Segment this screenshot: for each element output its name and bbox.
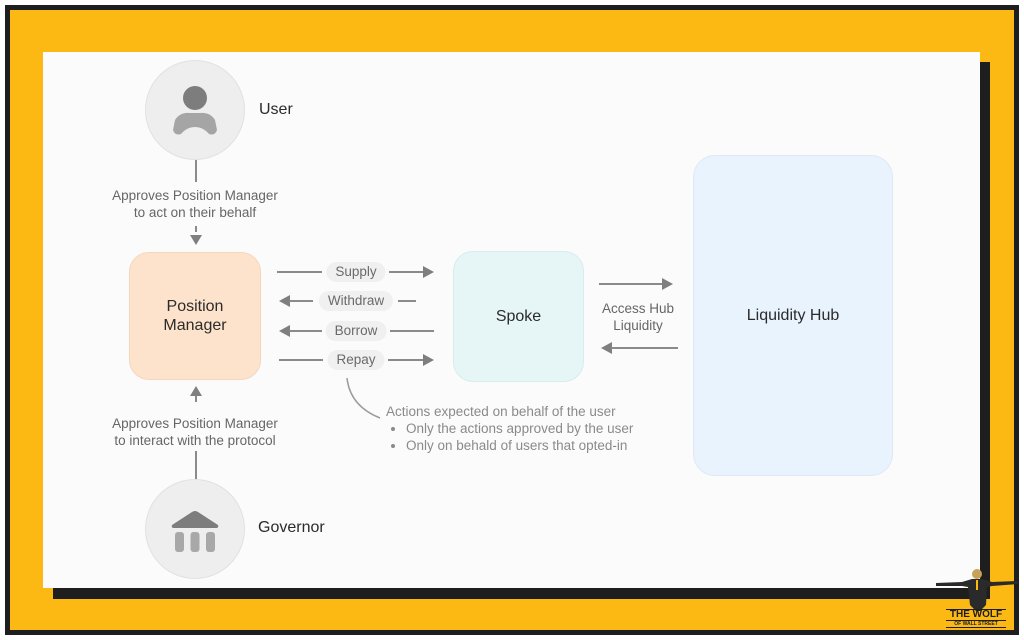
supply-line-left	[277, 271, 322, 273]
withdraw-line-right	[398, 300, 416, 302]
arrow-left-icon	[279, 295, 290, 307]
actions-note: Actions expected on behalf of the user O…	[386, 403, 633, 454]
user-approval-caption: Approves Position Manager to act on thei…	[95, 187, 295, 221]
governor-label: Governor	[258, 519, 325, 536]
note-bullet: Only on behald of users that opted-in	[406, 437, 633, 454]
note-title: Actions expected on behalf of the user	[386, 404, 616, 419]
arrow-up-icon	[190, 386, 202, 396]
hub-link-caption: Access Hub Liquidity	[588, 300, 688, 334]
arrow-right-icon	[423, 354, 434, 366]
watermark-subtitle: OF WALL STREET	[946, 620, 1006, 628]
spoke-label: Spoke	[495, 308, 542, 325]
label-line: Position	[166, 298, 224, 315]
wolf-watermark: THE WOLF OF WALL STREET	[932, 565, 1022, 635]
hub-access-line	[599, 283, 663, 285]
label-line: Manager	[163, 317, 227, 334]
arrow-right-icon	[662, 278, 673, 290]
arrow-down-icon	[190, 235, 202, 245]
spoke-box[interactable]: Spoke	[453, 251, 584, 382]
repay-line-left	[279, 359, 323, 361]
arrow-right-icon	[423, 266, 434, 278]
caption-line: Liquidity	[613, 318, 663, 333]
caption-line: to interact with the protocol	[114, 433, 276, 448]
governor-connector-line	[195, 451, 197, 479]
caption-line: Approves Position Manager	[112, 188, 278, 203]
caption-line: to act on their behalf	[133, 205, 257, 220]
note-connector-curve	[346, 377, 381, 419]
supply-line-right	[389, 271, 424, 273]
governor-approval-caption: Approves Position Manager to interact wi…	[85, 415, 305, 449]
action-supply[interactable]: Supply	[326, 262, 386, 282]
bank-icon	[171, 511, 219, 552]
user-label: User	[259, 101, 293, 118]
arrow-left-icon	[601, 342, 612, 354]
hub-return-line	[611, 347, 678, 349]
borrow-line-right	[390, 330, 434, 332]
user-arrow-stem	[195, 226, 197, 232]
action-borrow[interactable]: Borrow	[325, 321, 387, 341]
repay-line-right	[388, 359, 424, 361]
user-connector-line	[195, 160, 197, 182]
user-icon	[173, 86, 217, 135]
liquidity-hub-box[interactable]: Liquidity Hub	[693, 155, 893, 476]
governor-arrow-stem	[195, 396, 197, 402]
position-manager-box[interactable]: Position Manager	[129, 252, 261, 380]
governor-avatar	[145, 479, 245, 579]
watermark-title: THE WOLF	[946, 609, 1006, 620]
withdraw-line-left	[289, 300, 313, 302]
note-bullets: Only the actions approved by the user On…	[386, 420, 633, 454]
caption-line: Access Hub	[601, 301, 675, 316]
borrow-line-left	[289, 330, 322, 332]
caption-line: Approves Position Manager	[112, 416, 278, 431]
wolf-figure-icon	[936, 569, 1018, 611]
arrow-left-icon	[279, 325, 290, 337]
note-bullet: Only the actions approved by the user	[406, 420, 633, 437]
user-avatar	[145, 60, 245, 160]
position-manager-label: Position Manager	[163, 297, 226, 335]
liquidity-hub-label: Liquidity Hub	[746, 307, 840, 324]
action-repay[interactable]: Repay	[327, 350, 385, 370]
action-withdraw[interactable]: Withdraw	[318, 291, 394, 311]
